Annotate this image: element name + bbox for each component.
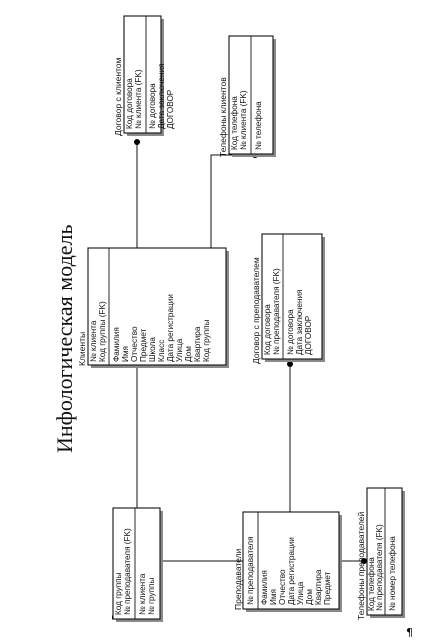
attr-field: Квартира: [193, 326, 202, 362]
attr-field: Школа: [148, 337, 157, 362]
attr-field: Код группы: [202, 319, 211, 362]
entity-telefony-klientov: Телефоны клиентов Код телефона № клиента…: [218, 35, 276, 157]
attr-field: № номер телефона: [388, 536, 397, 611]
rel-end-dot: [361, 558, 367, 564]
key-field: Код телефона: [230, 96, 239, 150]
entity-box: [123, 15, 162, 134]
attr-field: Фамилия: [260, 570, 269, 605]
diagram-title: Инфологическая модель: [52, 224, 77, 453]
key-field: № клиента: [89, 320, 98, 362]
key-field: № преподавателя: [246, 536, 255, 605]
attr-field: Дата регистрации: [287, 537, 296, 605]
key-field: Код договора: [125, 78, 134, 129]
attr-field: ДОГОВОР: [166, 89, 175, 129]
attr-field: Класс: [157, 340, 166, 362]
entity-telefony-prep: Телефоны преподавателей Код телефона № п…: [356, 487, 405, 620]
attr-field: Дата заключения: [295, 290, 304, 355]
attr-field: Предмет: [139, 329, 148, 362]
entity-box: [366, 487, 403, 616]
attr-field: Квартира: [314, 569, 323, 605]
attr-field: Фамилия: [112, 327, 121, 362]
entity-title: Договор с клиентом: [113, 57, 123, 136]
entity-dogovor-prep: Договор с преподавателем Код договора № …: [251, 233, 325, 364]
attr-field: Предмет: [323, 572, 332, 605]
attr-field: Отчество: [130, 326, 139, 362]
entity-box: [112, 507, 161, 620]
key-field: № преподавателя (FK): [272, 268, 281, 355]
key-field: Код группы (FK): [98, 301, 107, 362]
entity-box: [242, 511, 340, 610]
key-field: Код договора: [263, 304, 272, 355]
attr-field: № клиента: [138, 573, 147, 615]
key-field: № клиента (FK): [239, 90, 248, 150]
attr-field: Имя: [121, 346, 130, 362]
rel-end-dot: [287, 361, 293, 367]
attr-field: Улица: [296, 581, 305, 605]
entity-dogovor-klient: Договор с клиентом Код договора № клиент…: [113, 15, 175, 136]
attr-field: № группы: [147, 578, 156, 615]
attr-field: Дом: [184, 346, 193, 362]
attr-field: № договора: [148, 83, 157, 129]
attr-field: Улица: [175, 338, 184, 362]
entity-title: Преподаватели: [233, 548, 243, 610]
entity-gruppa: Группа Код группы № преподавателя (FK) №…: [110, 507, 163, 622]
entity-title: Телефоны преподавателей: [356, 511, 366, 620]
attr-field: Отчество: [278, 569, 287, 605]
entity-box: [87, 247, 227, 366]
paragraph-mark: ¶: [406, 626, 413, 639]
key-field: Код группы: [114, 572, 123, 615]
attr-field: Имя: [269, 589, 278, 605]
attr-field: № телефона: [254, 101, 263, 150]
key-field: № преподавателя (FK): [123, 528, 132, 615]
attr-field: Дата заключения: [157, 64, 166, 129]
entity-title: Договор с преподавателем: [251, 257, 261, 364]
attr-field: ДОГОВОР: [304, 315, 313, 355]
entity-title: Телефоны клиентов: [218, 77, 228, 157]
entity-box: [261, 233, 323, 360]
key-field: № клиента (FK): [134, 69, 143, 129]
key-field: Код телефона: [367, 557, 376, 611]
rel-end-dot: [134, 139, 140, 145]
entity-klienty: Клиенты № клиента Код группы (FK) Фамили…: [77, 247, 229, 368]
key-field: № преподавателя (FK): [375, 524, 384, 611]
entity-title: Клиенты: [77, 332, 87, 366]
attr-field: Дом: [305, 589, 314, 605]
attr-field: № договора: [286, 309, 295, 355]
entity-prepodavateli: Преподаватели № преподавателя Фамилия Им…: [233, 511, 342, 612]
attr-field: Дата регистрации: [166, 294, 175, 362]
